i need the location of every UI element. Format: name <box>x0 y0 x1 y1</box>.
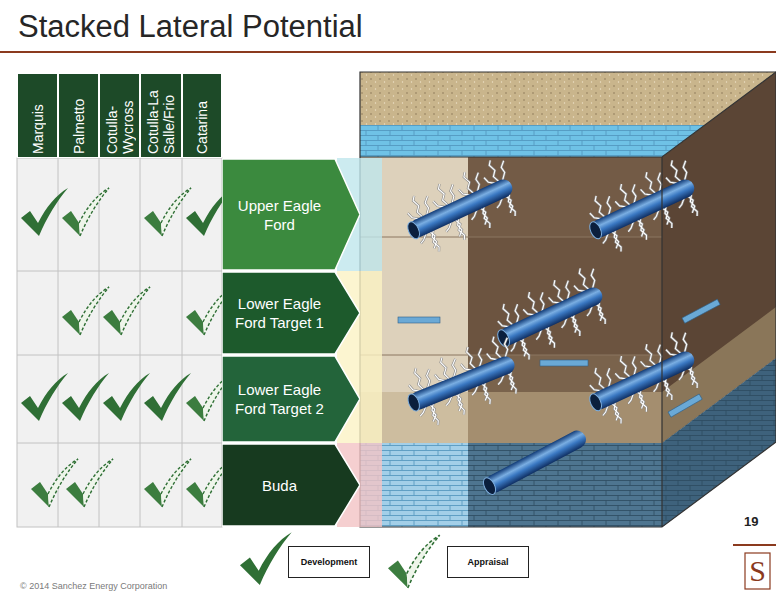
area-name: Palmetto <box>71 79 87 154</box>
target-arrow: Buda <box>222 443 360 527</box>
legend-entry: Development <box>288 546 370 578</box>
copyright-note: © 2014 Sanchez Energy Corporation <box>20 581 167 591</box>
appraisal-check <box>103 287 150 335</box>
arrow-fill <box>222 444 360 526</box>
development-check <box>62 373 109 421</box>
appraisal-check <box>144 188 191 236</box>
arrow-fill <box>222 272 360 354</box>
area-header: Marquis <box>17 73 58 158</box>
side-face <box>662 358 776 527</box>
layer-line <box>360 355 662 356</box>
area-header: Cotulla-La Salle/Frio <box>140 73 182 158</box>
target-arrow: Upper Eagle Ford <box>222 158 360 271</box>
horizontal-well <box>397 332 527 432</box>
area-name: Marquis <box>30 79 46 154</box>
appraisal-check <box>62 287 109 335</box>
target-arrow: Lower Eagle Ford Target 1 <box>222 271 360 355</box>
legend-entry: Appraisal <box>447 546 529 578</box>
company-logo: S <box>745 553 770 589</box>
buda-bricks <box>360 443 662 527</box>
title-rule <box>0 51 776 53</box>
limestone-lens <box>398 317 440 323</box>
target-label: Upper Eagle Ford <box>222 158 337 271</box>
legend-text: Development <box>301 557 358 567</box>
area-name: Cotulla-La Salle/Frio <box>145 79 177 154</box>
arrow-fill <box>222 356 360 442</box>
area-name: Cotulla- Wycross <box>104 79 136 154</box>
development-check <box>21 373 68 421</box>
horizontal-well <box>578 327 709 431</box>
limestone-lens <box>682 299 720 323</box>
development-check <box>144 373 191 421</box>
appraisal-check <box>31 459 78 507</box>
horizontal-well <box>578 155 709 259</box>
logo-frame <box>745 553 770 589</box>
block-edges <box>360 72 776 527</box>
target-label: Lower Eagle Ford Target 2 <box>222 355 337 443</box>
appraisal-check <box>66 459 113 507</box>
limestone-lens <box>540 360 588 366</box>
arrow-shape <box>222 355 360 443</box>
side-bricks <box>662 358 776 527</box>
development-check <box>103 373 150 421</box>
area-header: Palmetto <box>58 73 99 158</box>
legend-sample <box>388 535 440 588</box>
horizontal-well <box>481 427 589 496</box>
area-header: Catarina <box>182 73 222 158</box>
legend-text: Appraisal <box>467 557 508 567</box>
area-name: Catarina <box>194 79 210 154</box>
status-checks <box>21 188 233 507</box>
target-label: Buda <box>222 443 337 527</box>
block-outline <box>360 72 776 527</box>
arrow-shape <box>222 158 360 271</box>
appraisal-check <box>144 459 191 507</box>
arrow-shape <box>222 271 360 355</box>
development-check <box>21 188 68 236</box>
arrow-fill <box>222 159 360 270</box>
area-header: Cotulla- Wycross <box>99 73 140 158</box>
limestone-lens <box>668 394 702 417</box>
footer-rule <box>733 544 776 546</box>
slide-title: Stacked Lateral Potential <box>18 9 363 45</box>
target-label: Lower Eagle Ford Target 1 <box>222 271 337 355</box>
target-arrow: Lower Eagle Ford Target 2 <box>222 355 360 443</box>
matrix-grid <box>17 158 222 527</box>
page-number: 19 <box>744 514 758 529</box>
horizontal-well <box>396 155 527 259</box>
appraisal-check <box>62 188 109 236</box>
reservoir-block <box>360 72 776 527</box>
legend-sample <box>240 532 292 585</box>
buda-layer <box>360 443 662 527</box>
